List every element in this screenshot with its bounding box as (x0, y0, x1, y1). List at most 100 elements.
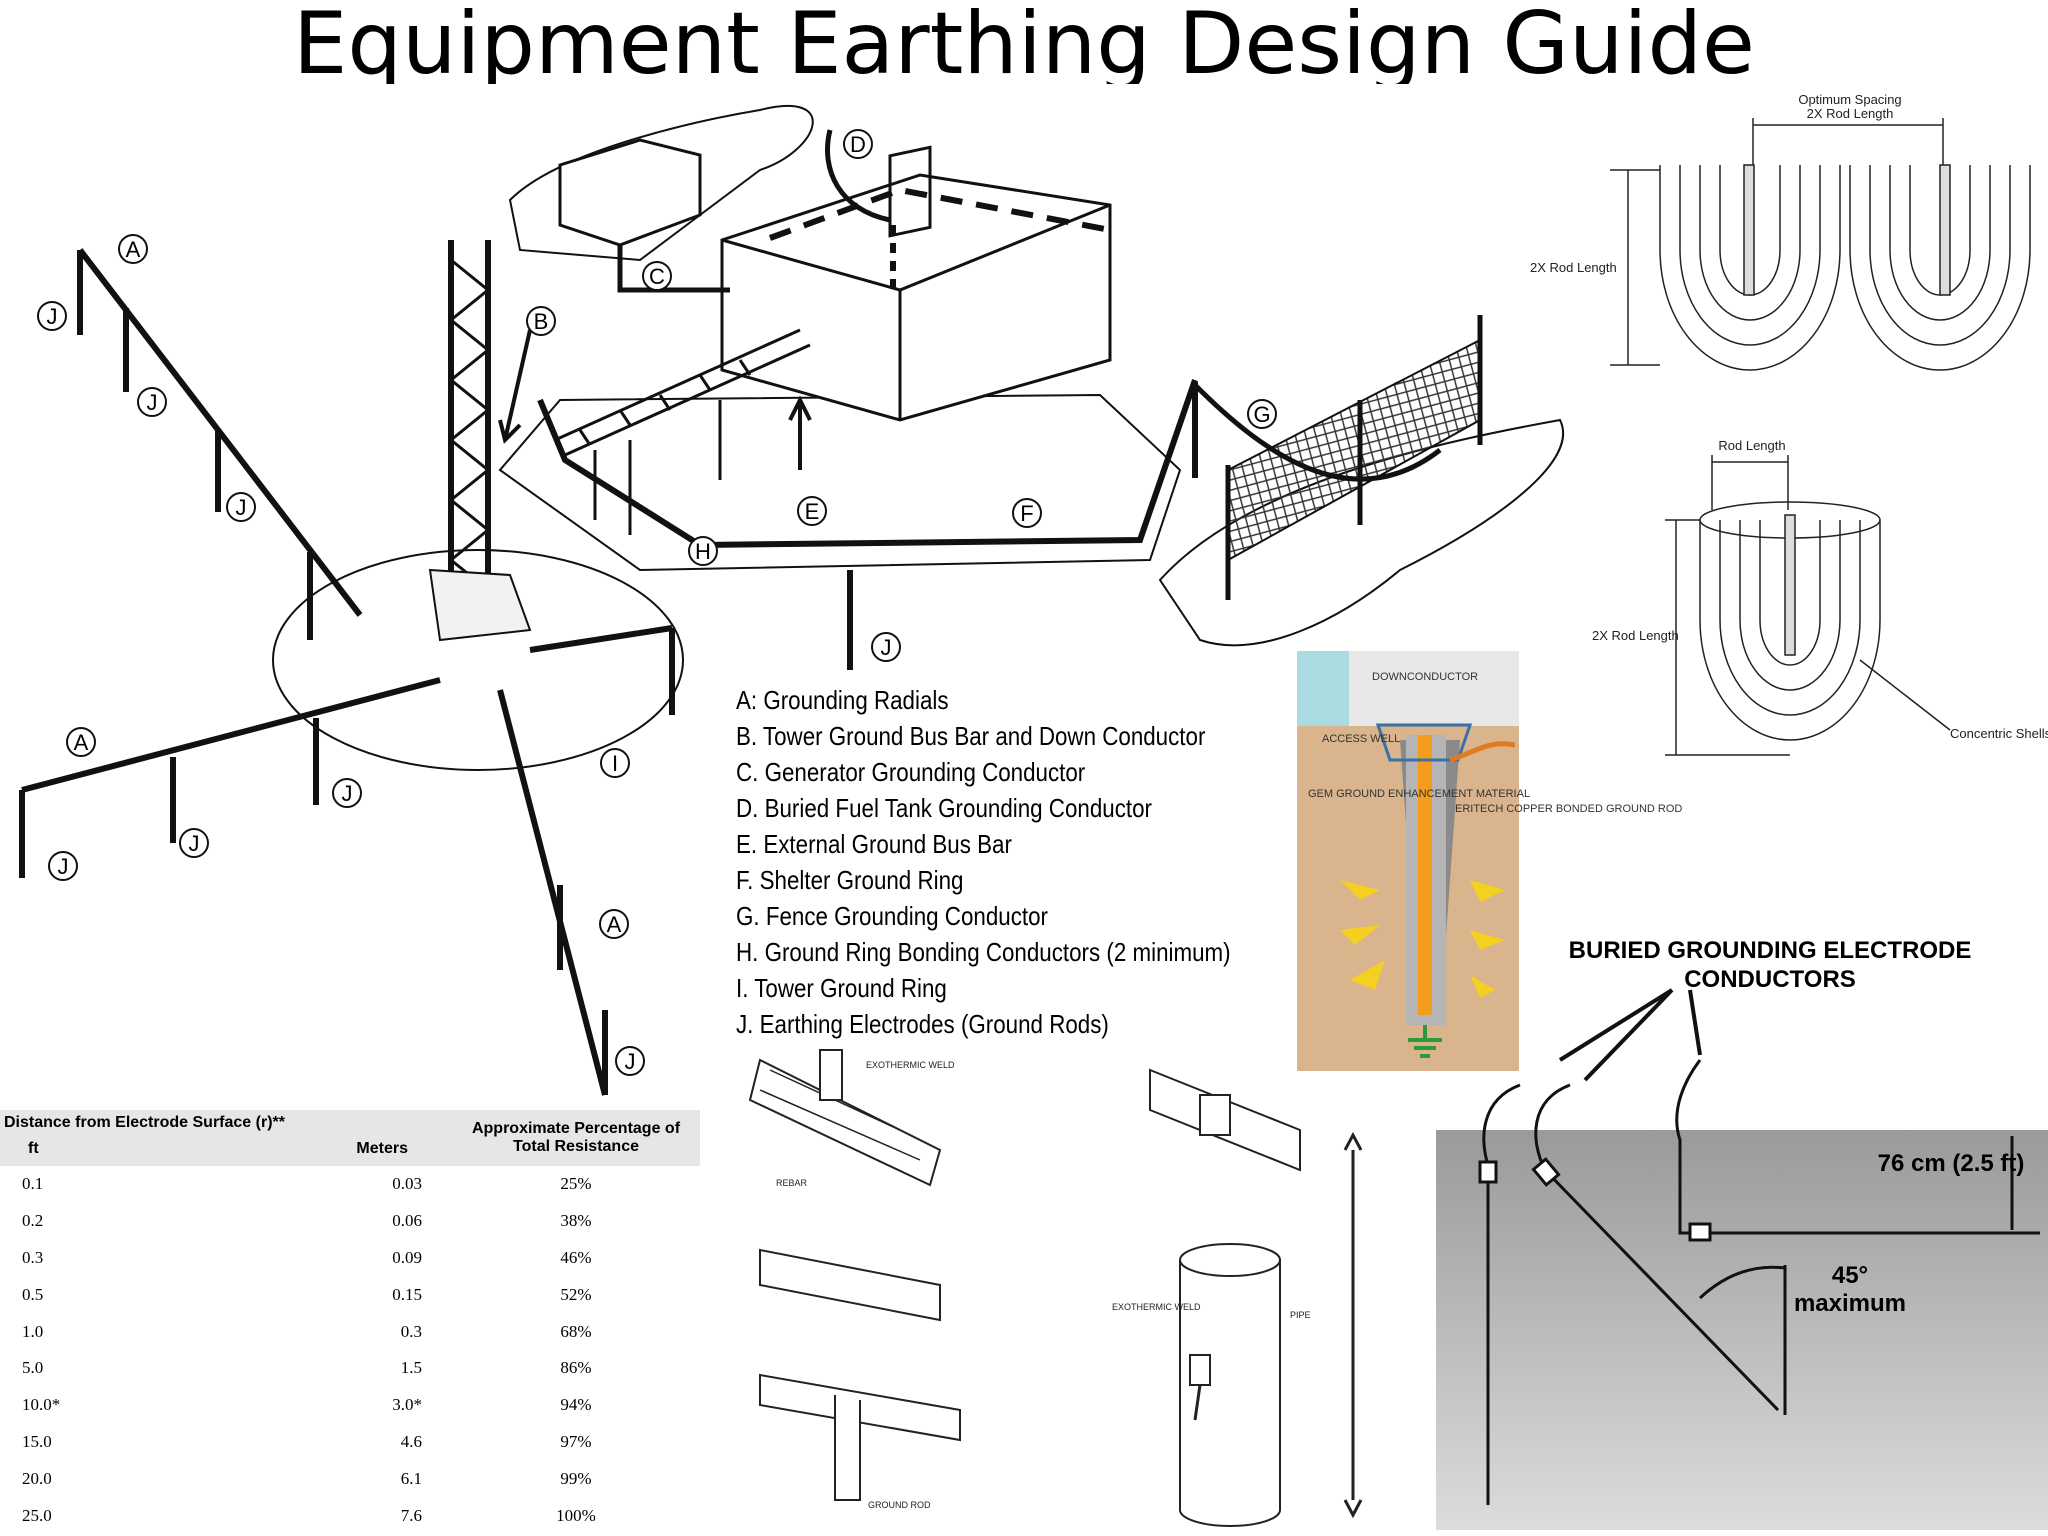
callout-b (526, 306, 556, 336)
gem-material-label: GEM GROUND ENHANCEMENT MATERIAL (1308, 788, 1530, 800)
callout-j-8-text: J (625, 1049, 636, 1074)
callout-j-2 (137, 387, 167, 417)
percentage-header: Approximate Percentage of Total Resistan… (452, 1110, 700, 1166)
table-row: 20.0 6.1 99% (0, 1460, 700, 1497)
cell-meters: 0.15 (392, 1284, 422, 1304)
callout-j-5-text: J (342, 781, 353, 806)
legend-item-i: I. Tower Ground Ring (736, 973, 947, 1003)
tower-ground-ring (272, 549, 684, 771)
cell-ft: 0.5 (22, 1284, 44, 1304)
equipment-shelter (720, 145, 1112, 422)
callout-g (1247, 399, 1277, 429)
table-row: 15.0 4.6 97% (0, 1424, 700, 1461)
ground-rod-label: GROUND ROD (868, 1500, 931, 1510)
distance-header: Distance from Electrode Surface (r)** (0, 1110, 452, 1132)
cell-ft: 0.3 (22, 1247, 44, 1267)
rod-spacing-diagram (1610, 118, 2031, 756)
gem-rod-diagram (1297, 651, 1519, 1071)
callout-j-7-text: J (58, 854, 69, 879)
cell-meters: 3.0* (392, 1395, 422, 1415)
ft-header: ft (0, 1132, 147, 1166)
cell-ft: 20.0 (22, 1468, 52, 1488)
cell-meters: 7.6 (400, 1505, 422, 1525)
callout-a-2-text: A (74, 730, 89, 755)
legend-item-c: C. Generator Grounding Conductor (736, 757, 1086, 787)
cable-ladder (554, 328, 811, 535)
cell-pct: 25% (560, 1174, 592, 1194)
callout-a-2 (66, 727, 96, 757)
buried-conductors-title: BURIED GROUNDING ELECTRODE CONDUCTORS (1568, 937, 1972, 993)
downconductor-label: DOWNCONDUCTOR (1372, 671, 1478, 683)
callout-b-text: B (534, 309, 549, 334)
depth-label: 76 cm (2.5 ft) (1877, 1150, 2025, 1177)
cell-pct: 68% (560, 1321, 592, 1341)
callout-j-3 (226, 492, 256, 522)
callout-i (600, 748, 630, 778)
legend-item-d: D. Buried Fuel Tank Grounding Conductor (736, 793, 1152, 823)
callout-j-8 (615, 1046, 645, 1076)
cell-meters: 0.06 (392, 1211, 422, 1231)
cell-pct: 46% (560, 1247, 592, 1267)
legend-item-e: E. External Ground Bus Bar (736, 829, 1012, 859)
table-row: 0.5 0.15 52% (0, 1276, 700, 1313)
callout-e (797, 496, 827, 526)
access-well-label: ACCESS WELL (1322, 733, 1400, 745)
table-row: 1.0 0.3 68% (0, 1313, 700, 1350)
callout-c (642, 261, 672, 291)
cell-ft: 0.1 (22, 1174, 44, 1194)
soil-section (1436, 1130, 2048, 1530)
table-row: 10.0* 3.0* 94% (0, 1387, 700, 1424)
resistance-table: Distance from Electrode Surface (r)** Ap… (0, 1110, 700, 1534)
legend-item-g: G. Fence Grounding Conductor (736, 901, 1048, 931)
callout-j-1 (37, 301, 67, 331)
lattice-tower (428, 240, 532, 642)
callout-j-7 (48, 851, 78, 881)
cell-meters: 0.3 (400, 1321, 422, 1341)
eritech-rod-label: ERITECH COPPER BONDED GROUND ROD (1455, 803, 1682, 815)
pipe-label: PIPE (1290, 1310, 1311, 1320)
callout-j-1-text: J (47, 304, 58, 329)
concentric-shells-label: Concentric Shells (1950, 726, 2048, 741)
cell-pct: 52% (560, 1284, 592, 1304)
callout-j-4-text: J (881, 635, 892, 660)
cell-meters: 4.6 (400, 1431, 422, 1451)
ground-rods (19, 250, 1198, 1095)
callout-a-1-text: A (126, 237, 141, 262)
site-callouts (37, 129, 1277, 1076)
exothermic-weld-pipe-label: EXOTHERMIC WELD (1112, 1302, 1201, 1312)
meters-header: Meters (146, 1132, 452, 1166)
callout-j-4 (871, 632, 901, 662)
two-x-top-label: 2X Rod Length (1807, 106, 1894, 121)
cell-pct: 86% (560, 1358, 592, 1378)
cell-meters: 6.1 (400, 1468, 422, 1488)
cell-ft: 15.0 (22, 1431, 52, 1451)
cell-ft: 25.0 (22, 1505, 52, 1525)
cell-pct: 99% (560, 1468, 592, 1488)
cell-ft: 5.0 (22, 1358, 44, 1378)
cell-ft: 10.0* (22, 1395, 61, 1415)
callout-h-text: H (695, 539, 711, 564)
callout-j-5 (332, 778, 362, 808)
cell-pct: 94% (560, 1395, 592, 1415)
callout-a-3 (599, 909, 629, 939)
callout-d (843, 129, 873, 159)
cell-pct: 100% (556, 1505, 596, 1525)
exothermic-connections (748, 1049, 1363, 1527)
optimum-spacing-label: Optimum Spacing (1798, 92, 1901, 107)
callout-j-6 (179, 828, 209, 858)
cell-pct: 38% (560, 1211, 592, 1231)
callout-f (1012, 498, 1042, 528)
cell-pct: 97% (560, 1431, 592, 1451)
legend-item-f: F. Shelter Ground Ring (736, 865, 964, 895)
two-x-single-label: 2X Rod Length (1592, 628, 1679, 643)
callout-c-text: C (649, 264, 665, 289)
callout-f-text: F (1020, 501, 1033, 526)
page-title: Equipment Earthing Design Guide (293, 0, 1755, 84)
cell-ft: 1.0 (22, 1321, 44, 1341)
rod-length-label: Rod Length (1718, 438, 1785, 453)
